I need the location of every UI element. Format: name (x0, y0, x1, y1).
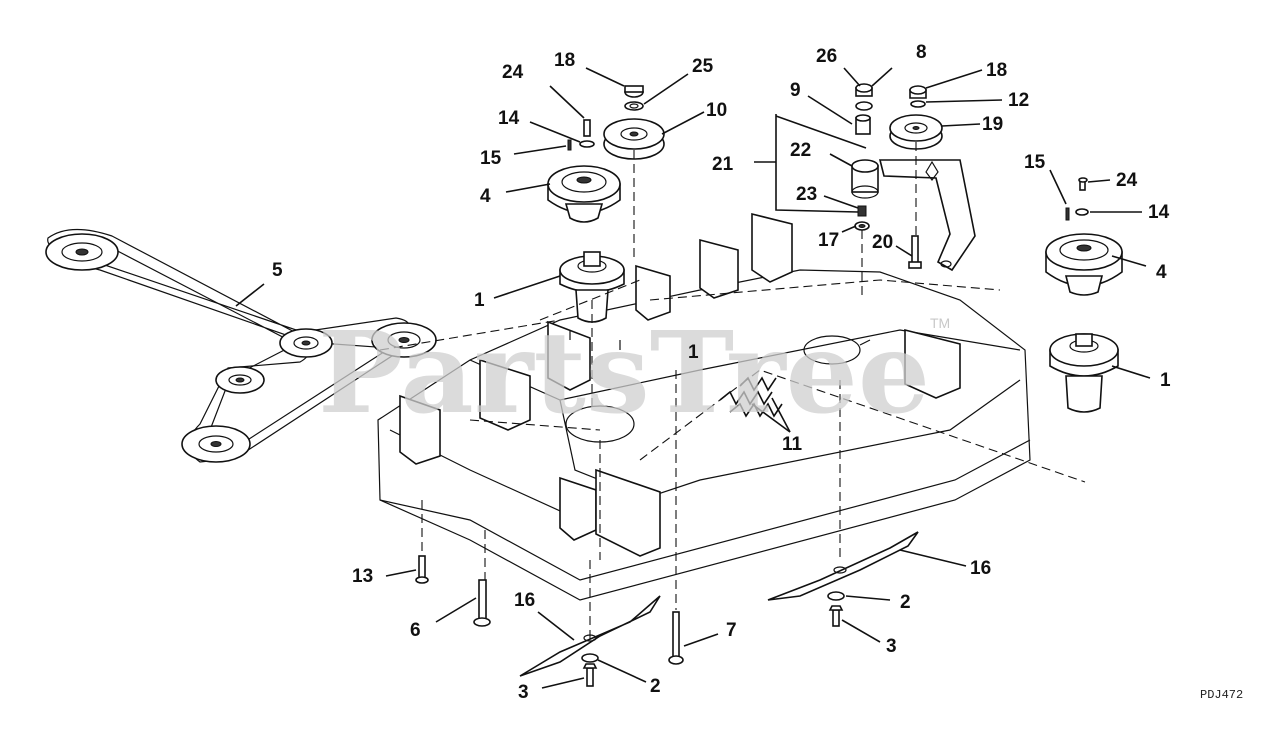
callout-1: 1 (474, 290, 485, 311)
callout-19: 19 (982, 114, 1003, 135)
callout-26: 26 (816, 46, 837, 67)
watermark-tm: TM (930, 315, 950, 331)
callout-8: 8 (916, 42, 927, 63)
callout-18b: 18 (986, 60, 1007, 81)
callout-21: 21 (712, 154, 734, 175)
callout-13: 13 (352, 566, 373, 587)
callout-2b: 2 (900, 592, 911, 613)
callout-25: 25 (692, 56, 714, 77)
assembly-lines (379, 142, 1086, 640)
callout-15: 15 (480, 148, 502, 169)
callout-14b: 14 (1148, 202, 1170, 223)
callout-18: 18 (554, 50, 575, 71)
left-spindle-stack[interactable] (547, 85, 665, 323)
callout-1b: 1 (688, 342, 699, 363)
blade-washer-left[interactable] (581, 653, 599, 663)
callout-17: 17 (818, 230, 839, 251)
callout-12: 12 (1008, 90, 1029, 111)
callout-10: 10 (706, 100, 727, 121)
callout-7: 7 (726, 620, 737, 641)
mower-deck-housing[interactable] (377, 212, 1031, 601)
blade-right[interactable] (767, 531, 919, 601)
blade-bolt-left[interactable] (582, 663, 598, 687)
drive-belt-assembly[interactable] (45, 228, 437, 463)
watermark-text: PartsTree (318, 308, 930, 439)
watermark: PartsTree TM (318, 308, 950, 439)
blade-bolt-right[interactable] (828, 605, 844, 627)
callout-11: 11 (782, 434, 803, 455)
callout-6: 6 (410, 620, 421, 641)
callout-4: 4 (480, 186, 491, 207)
callout-3b: 3 (886, 636, 897, 657)
callout-23: 23 (796, 184, 817, 205)
bolt-13[interactable] (415, 555, 429, 584)
callout-14: 14 (498, 108, 520, 129)
leader-lines (235, 67, 1151, 689)
callout-16b: 16 (970, 558, 991, 579)
bolt-7[interactable] (668, 611, 684, 665)
idler-pulley-stack[interactable] (889, 85, 943, 269)
callout-2: 2 (650, 676, 661, 697)
callout-22: 22 (790, 140, 811, 161)
callout-1c: 1 (1160, 370, 1171, 391)
idler-assembly[interactable] (851, 83, 976, 272)
diagram-code: PDJ472 (1200, 688, 1243, 702)
callout-24b: 24 (1116, 170, 1138, 191)
callout-labels: 18 25 24 14 10 15 4 5 1 26 8 9 18 12 19 … (272, 42, 1171, 703)
callout-5: 5 (272, 260, 283, 281)
blade-washer-right[interactable] (827, 591, 845, 601)
callout-16: 16 (514, 590, 535, 611)
bolt-6[interactable] (473, 579, 491, 627)
callout-20: 20 (872, 232, 893, 253)
callout-24: 24 (502, 62, 524, 83)
callout-3: 3 (518, 682, 529, 703)
callout-9: 9 (790, 80, 801, 101)
callout-4b: 4 (1156, 262, 1167, 283)
callout-15b: 15 (1024, 152, 1046, 173)
right-spindle-stack[interactable] (1045, 177, 1123, 413)
